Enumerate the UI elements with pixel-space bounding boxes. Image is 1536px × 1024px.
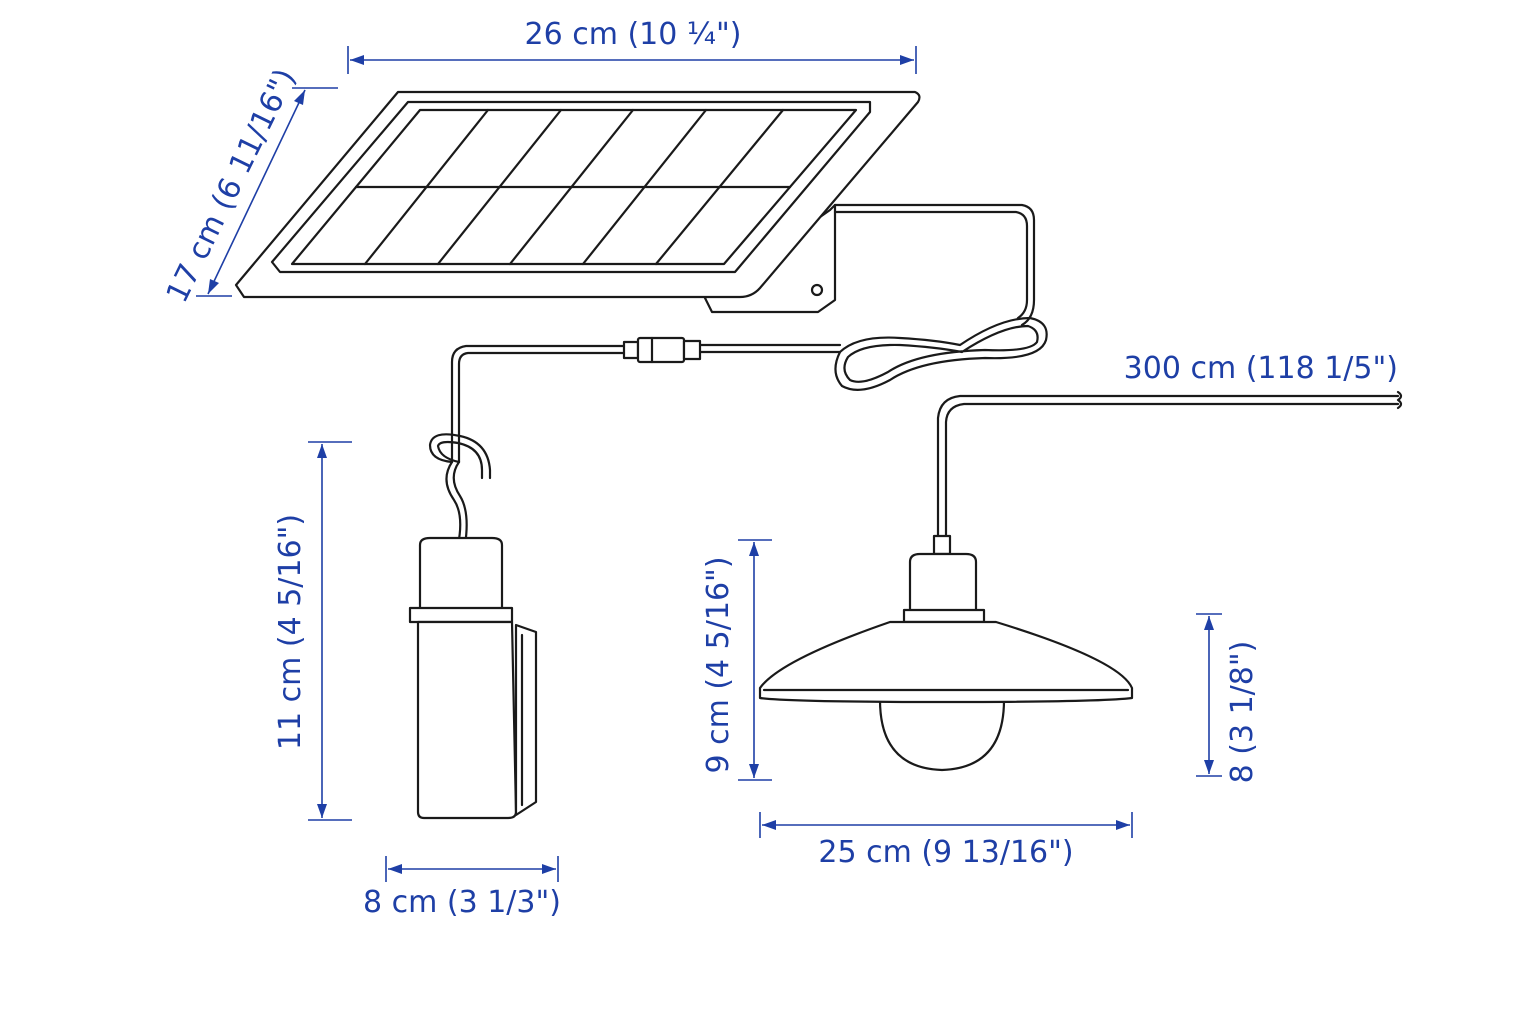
- dim-battery-height: [308, 441, 352, 821]
- cables: [450, 203, 1403, 538]
- battery-body: [416, 620, 518, 820]
- lamp-bulb: [878, 698, 1006, 772]
- hanger-hook: [428, 433, 492, 480]
- dim-panel-width: [347, 46, 917, 74]
- dimension-lines: [196, 46, 1222, 882]
- panel-inner-frame: [270, 100, 872, 274]
- battery-cable: [450, 344, 626, 464]
- dim-lamp-width: [759, 812, 1133, 838]
- cable-coil: [834, 316, 1048, 391]
- label-shade-height: 8 (3 1/8"): [1225, 641, 1260, 784]
- label-battery-height: 11 cm (4 5/16"): [273, 514, 308, 750]
- panel-cell-area: [290, 108, 858, 266]
- dim-lamp-height: [738, 539, 772, 781]
- lamp-cable: [936, 394, 1400, 538]
- label-lamp-width: 25 cm (9 13/16"): [818, 835, 1073, 870]
- lamp-cord-grip: [932, 534, 952, 556]
- battery-unit: [408, 433, 538, 820]
- label-lamp-height: 9 cm (4 5/16"): [701, 556, 736, 773]
- solar-panel: [234, 90, 921, 314]
- lamp-shade: [758, 620, 1134, 704]
- label-cable-length: 300 cm (118 1/5"): [1124, 351, 1398, 386]
- pendant-lamp: [758, 534, 1134, 772]
- battery-side-clip: [514, 623, 538, 817]
- label-battery-width: 8 cm (3 1/3"): [363, 885, 561, 920]
- battery-cap: [418, 536, 504, 612]
- dim-panel-depth: [196, 87, 338, 297]
- dim-shade-height: [1196, 613, 1222, 777]
- dim-battery-width: [385, 856, 559, 882]
- hook-wire: [445, 460, 462, 547]
- bracket-hole: [810, 283, 824, 297]
- cable-connector: [622, 336, 702, 364]
- panel-frame: [234, 90, 921, 299]
- panel-cell-grid: [354, 108, 792, 266]
- label-panel-width: 26 cm (10 ¼"): [525, 17, 742, 52]
- panel-output-cable: [833, 203, 1036, 327]
- lamp-socket: [908, 552, 978, 614]
- cable-cut-end: [1396, 390, 1403, 410]
